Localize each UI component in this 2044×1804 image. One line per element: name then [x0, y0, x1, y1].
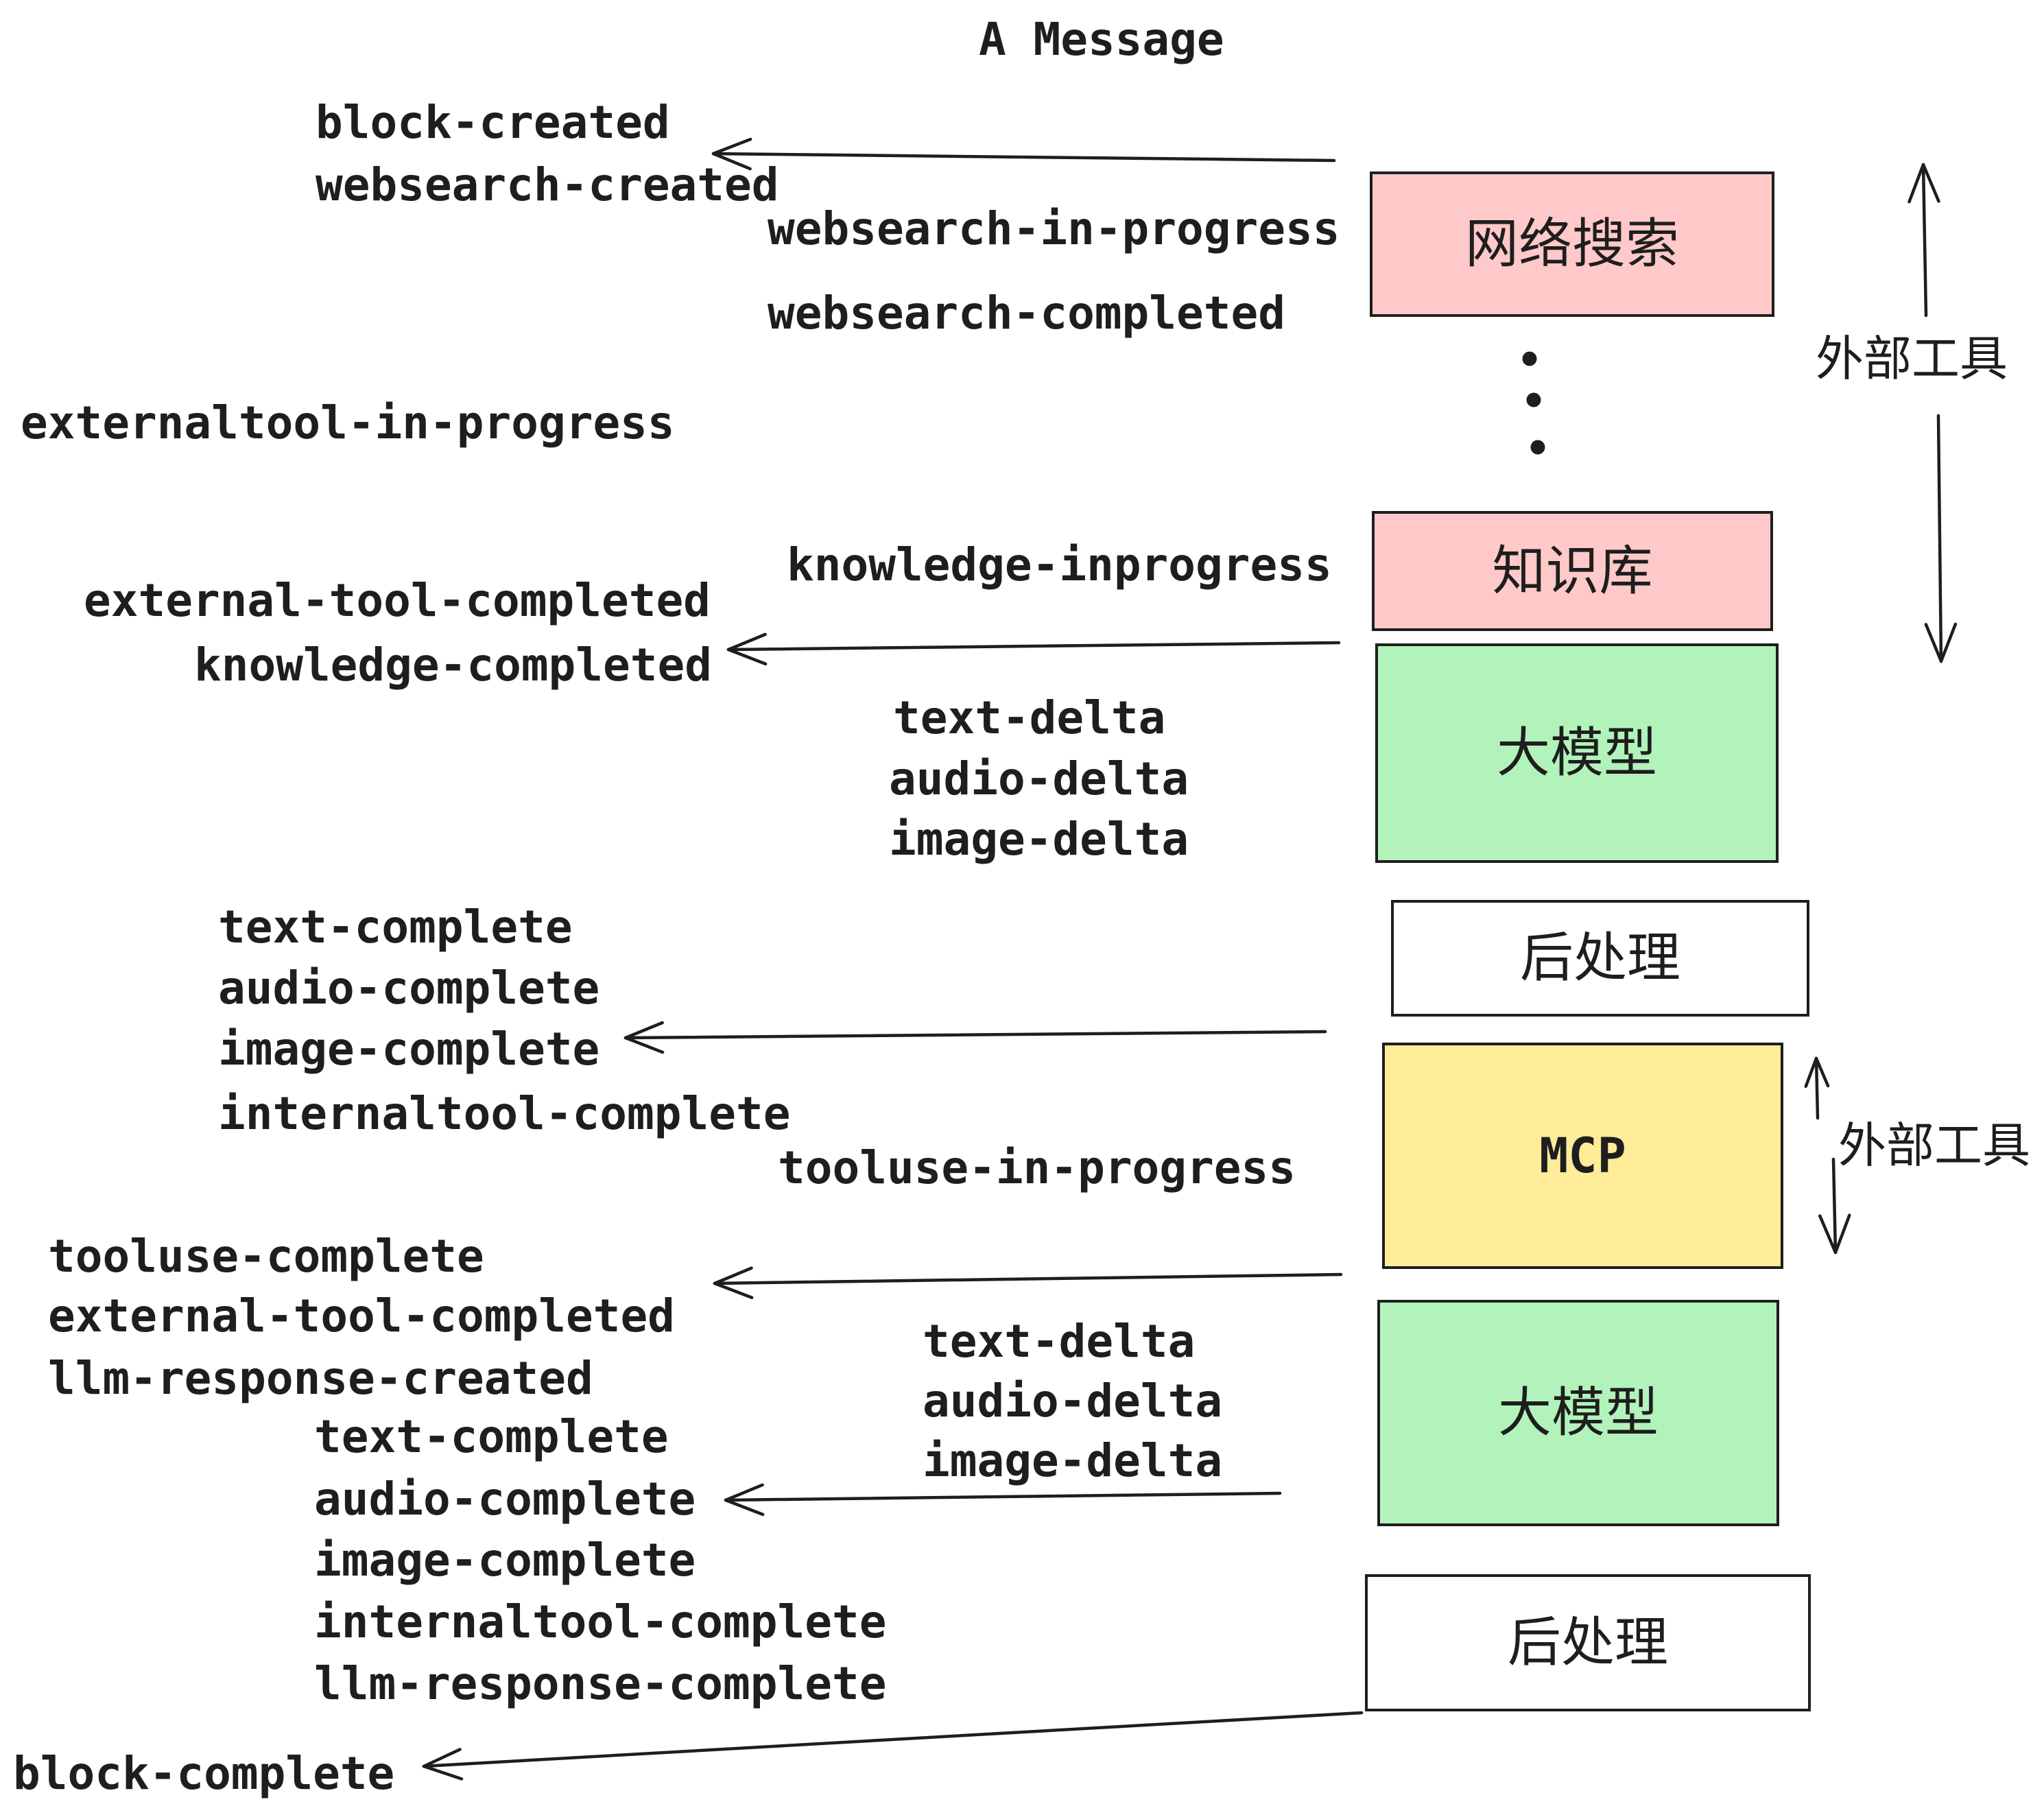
- event-label: audio-delta: [923, 1375, 1223, 1427]
- event-label: text-complete: [218, 901, 573, 953]
- diagram-title: A Message: [979, 13, 1224, 66]
- event-label: image-complete: [314, 1534, 696, 1587]
- arrow-msg-external-tool-completed: [713, 1266, 1343, 1299]
- box-label-knowledge-base: 知识库: [1492, 540, 1653, 602]
- box-label-websearch: 网络搜索: [1464, 213, 1679, 275]
- event-label: image-delta: [923, 1434, 1223, 1487]
- event-label: audio-complete: [314, 1473, 696, 1526]
- ellipsis-dot: [1530, 440, 1545, 455]
- event-label: block-complete: [13, 1747, 395, 1800]
- arrow-msg-audio-complete: [724, 1483, 1282, 1517]
- box-label-llm-2: 大模型: [1497, 1382, 1659, 1444]
- arrow-msg-image-complete: [623, 1021, 1327, 1054]
- box-postprocess-1: 后处理: [1391, 900, 1809, 1017]
- arrow-external-tools-up-2: [1804, 1056, 1830, 1120]
- event-label: knowledge-completed: [194, 639, 712, 691]
- side-label-external-tools-1: 外部工具: [1816, 331, 2008, 387]
- event-label: tooluse-in-progress: [778, 1141, 1296, 1194]
- arrow-msg-block-complete: [422, 1711, 1364, 1781]
- box-label-llm-1: 大模型: [1496, 722, 1657, 784]
- event-label: websearch-completed: [768, 287, 1285, 340]
- box-llm-2: 大模型: [1377, 1300, 1779, 1526]
- arrow-msg-block-created: [711, 137, 1336, 171]
- box-label-postprocess-1: 后处理: [1519, 927, 1680, 989]
- event-label: internaltool-complete: [314, 1595, 887, 1648]
- event-label: text-complete: [314, 1410, 669, 1463]
- arrow-external-tools-down-2: [1818, 1157, 1851, 1255]
- event-label: audio-complete: [218, 962, 600, 1014]
- event-label: block-created: [316, 96, 670, 149]
- arrow-external-tools-up-1: [1908, 163, 1940, 318]
- ellipsis-dot: [1522, 351, 1537, 366]
- event-label: text-delta: [923, 1315, 1196, 1368]
- box-llm-1: 大模型: [1375, 643, 1779, 863]
- side-label-external-tools-2: 外部工具: [1838, 1117, 2030, 1174]
- event-label: llm-response-created: [48, 1352, 593, 1405]
- ellipsis-dot: [1526, 392, 1541, 407]
- box-knowledge-base: 知识库: [1372, 511, 1773, 631]
- event-label: llm-response-complete: [314, 1657, 887, 1710]
- event-label: externaltool-in-progress: [21, 396, 675, 449]
- event-label: internaltool-complete: [218, 1087, 791, 1140]
- box-postprocess-2: 后处理: [1365, 1574, 1811, 1711]
- event-label: websearch-created: [316, 158, 779, 211]
- event-label: audio-delta: [889, 752, 1189, 805]
- event-label: external-tool-completed: [48, 1290, 675, 1342]
- event-label: knowledge-inprogress: [787, 538, 1332, 591]
- box-label-mcp: MCP: [1539, 1128, 1626, 1184]
- event-label: image-complete: [218, 1023, 600, 1076]
- arrow-msg-knowledge-completed: [726, 632, 1341, 666]
- box-mcp: MCP: [1382, 1043, 1783, 1269]
- event-label: text-delta: [893, 691, 1166, 744]
- event-label: websearch-in-progress: [768, 202, 1340, 255]
- event-label: external-tool-completed: [84, 574, 711, 627]
- box-websearch: 网络搜索: [1370, 171, 1774, 317]
- event-label: tooluse-complete: [48, 1230, 484, 1283]
- arrow-external-tools-down-1: [1924, 414, 1958, 663]
- box-label-postprocess-2: 后处理: [1507, 1612, 1668, 1674]
- event-label: image-delta: [889, 813, 1189, 866]
